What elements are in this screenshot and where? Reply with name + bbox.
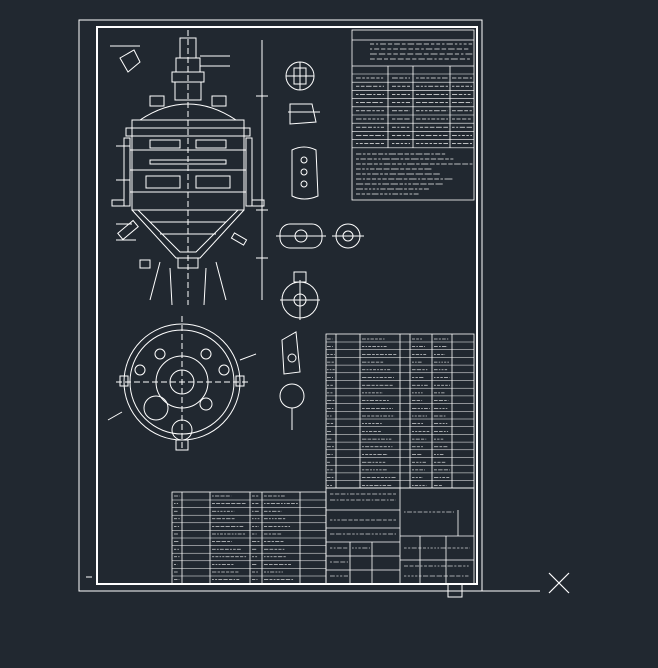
title-block [325, 487, 475, 585]
cursor-x-icon [548, 572, 570, 594]
sheet-outer-frame [78, 19, 483, 592]
parts-list-table [325, 333, 475, 489]
top-plan-view [107, 316, 257, 451]
nozzle-table-text [174, 495, 298, 580]
tech-notes-scribbles [356, 43, 473, 195]
tech-requirements-grid [352, 73, 474, 149]
sheet-inner-border [96, 26, 478, 585]
parts-list-rows [326, 341, 474, 481]
tech-requirements-block [351, 29, 475, 201]
parts-list-text [327, 338, 450, 486]
nozzle-table-rows [172, 499, 326, 584]
title-block-scribbles [330, 493, 470, 577]
detail-views [276, 61, 364, 430]
main-elevation-view [110, 30, 268, 306]
